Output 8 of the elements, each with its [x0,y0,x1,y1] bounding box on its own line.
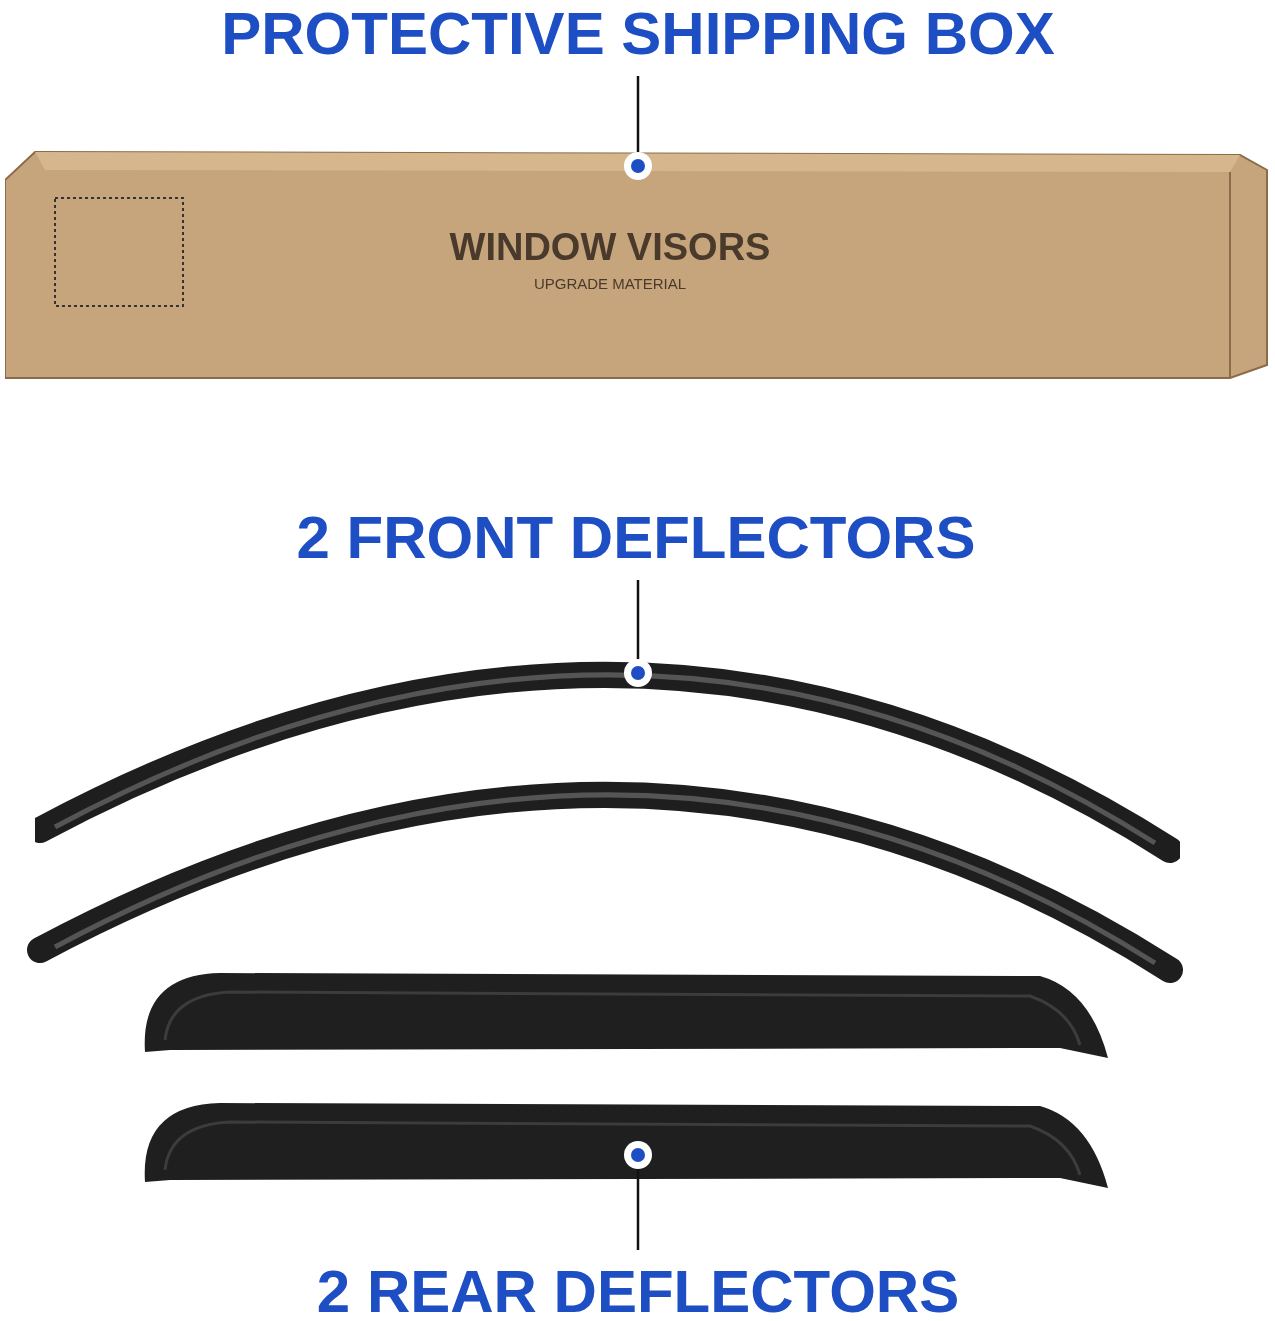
leader-line [624,580,652,687]
heading-text: 2 FRONT DEFLECTORS [296,508,976,568]
heading-text: PROTECTIVE SHIPPING BOX [221,4,1055,64]
leader-line [624,76,652,180]
heading-text: 2 REAR DEFLECTORS [316,1262,960,1321]
box-subtext: UPGRADE MATERIAL [533,276,687,291]
leader-line [624,1141,652,1250]
box-print-text: WINDOW VISORS [449,228,771,266]
